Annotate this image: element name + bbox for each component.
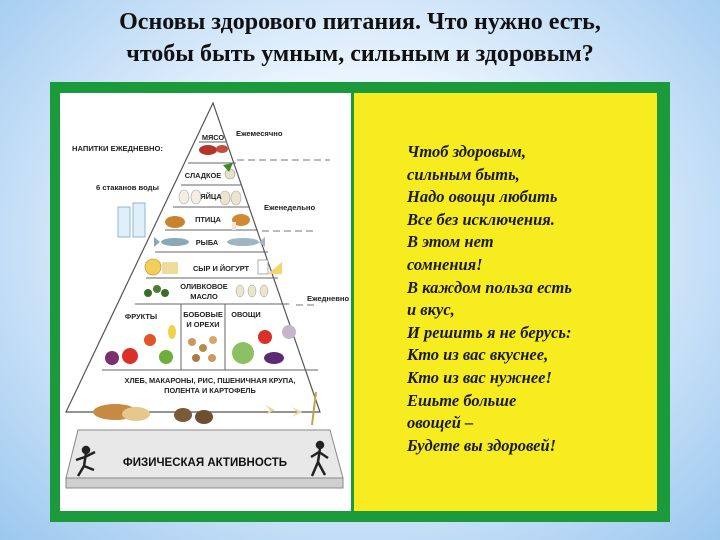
- freq-daily: Ежедневно: [307, 294, 349, 303]
- sweets-illustration: [223, 163, 236, 180]
- poem-line: Кто из вас нужнее!: [407, 367, 552, 387]
- tier-eggs-label: ЯЙЦА: [200, 192, 222, 201]
- tier-fruits-label: ФРУКТЫ: [125, 312, 157, 321]
- activity-base-edge: [65, 477, 344, 489]
- title-line-2: чтобы быть умным, сильным и здоровым?: [126, 41, 594, 67]
- tier-meat-label: МЯСО: [202, 133, 225, 142]
- poem-line: Будете вы здоровей!: [407, 435, 557, 455]
- athlete-right-icon: [310, 440, 329, 477]
- fruits-illustration: [105, 325, 176, 365]
- poem-line: и вкус,: [407, 300, 455, 320]
- meat-illustration: [199, 145, 228, 155]
- eggs-illustration: [178, 189, 242, 206]
- poem-line: сомнения!: [407, 254, 483, 274]
- tier-grains-label-2: ПОЛЕНТА И КАРТОФЕЛЬ: [164, 386, 256, 395]
- activity-label: ФИЗИЧЕСКАЯ АКТИВНОСТЬ: [123, 457, 287, 469]
- athlete-left-icon: [75, 445, 96, 477]
- poem: Чтоб здоровым, сильным быть, Надо овощи …: [407, 141, 647, 457]
- vegetables-illustration: [232, 325, 296, 364]
- tier-fish-label: РЫБА: [196, 238, 219, 247]
- tier-oil-label-2: МАСЛО: [190, 292, 218, 301]
- tier-legumes-label-1: БОБОВЫЕ: [183, 310, 223, 319]
- poultry-illustration: [165, 214, 250, 230]
- page-title: Основы здорового питания. Что нужно есть…: [0, 6, 720, 70]
- tier-legumes-label-2: И ОРЕХИ: [186, 320, 219, 329]
- water-label: 6 стаканов воды: [96, 183, 159, 192]
- tier-oil-label-1: ОЛИВКОВОЕ: [180, 282, 228, 291]
- tier-sweets-label: СЛАДКОЕ: [185, 171, 221, 180]
- legumes-illustration: [188, 336, 217, 362]
- freq-weekly: Еженедельно: [264, 203, 316, 212]
- poem-line: Ешьте больше: [407, 390, 517, 410]
- cheese-illustration: [144, 258, 282, 276]
- drinks-label: НАПИТКИ ЕЖЕДНЕВНО:: [72, 144, 163, 153]
- tier-vegetables-label: ОВОЩИ: [231, 310, 261, 319]
- poem-line: Кто из вас вкуснее,: [407, 345, 549, 365]
- water-glasses-illustration: [117, 202, 146, 238]
- tier-grains-label-1: ХЛЕБ, МАКАРОНЫ, РИС, ПШЕНИЧНАЯ КРУПА,: [125, 376, 296, 385]
- poem-line: Все без исключения.: [407, 209, 555, 229]
- tier-poultry-label: ПТИЦА: [195, 215, 222, 224]
- fish-illustration: [154, 237, 265, 247]
- poem-line: сильным быть,: [407, 164, 520, 184]
- food-pyramid: НАПИТКИ ЕЖЕДНЕВНО: 6 стаканов воды Ежеме…: [65, 101, 349, 489]
- activity-base: [65, 429, 344, 479]
- poem-line: Чтоб здоровым,: [407, 142, 526, 161]
- freq-monthly: Ежемесячно: [236, 129, 283, 138]
- grains-illustration: [93, 391, 317, 426]
- poem-line: В каждом польза есть: [407, 277, 572, 297]
- poem-line: И решить я не берусь:: [407, 322, 572, 342]
- olive-oil-illustration: [144, 284, 269, 298]
- title-line-1: Основы здорового питания. Что нужно есть…: [119, 9, 601, 35]
- tier-cheese-label: СЫР И ЙОГУРТ: [193, 264, 250, 273]
- poem-line: В этом нет: [407, 232, 494, 252]
- poem-line: Надо овощи любить: [407, 187, 558, 207]
- poem-line: овощей –: [407, 413, 474, 433]
- poem-panel: [354, 93, 657, 511]
- pyramid-outline: [65, 101, 321, 413]
